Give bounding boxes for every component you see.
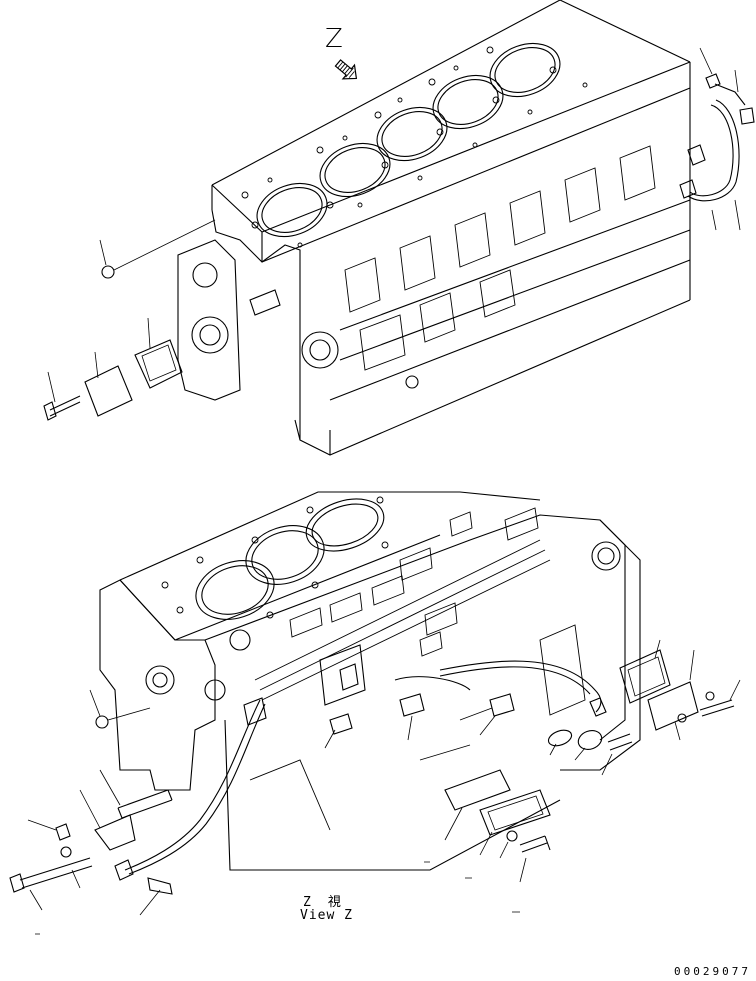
plug-part-upper — [99, 219, 216, 279]
document-number: 00029077 — [674, 965, 751, 978]
cover-plate-lower — [444, 769, 551, 856]
cover-plate-upper — [84, 351, 133, 417]
wiring-harness-lower — [114, 660, 607, 881]
view-caption-english: View Z — [300, 908, 353, 923]
gasket-upper — [134, 317, 183, 389]
upper-cylinder-block — [177, 0, 691, 456]
flange-right-lower — [547, 729, 633, 776]
stray-marks — [35, 861, 520, 935]
view-caption-japanese: Z 視 — [303, 895, 343, 910]
bolt-lower-left — [9, 857, 93, 911]
bolts-right-lower — [674, 679, 741, 741]
bolts-center-cluster — [324, 693, 515, 749]
lower-cylinder-block — [99, 491, 641, 871]
bolt-upper-left — [43, 371, 81, 421]
bracket-lower — [79, 789, 136, 851]
oil-pipe-assembly-upper — [679, 47, 755, 231]
dowel-pipe — [99, 769, 173, 819]
hatched-arrow-icon — [334, 59, 358, 80]
bolt-lower-center — [139, 877, 173, 916]
gasket-right-lower — [619, 639, 699, 731]
view-marker-label: Z — [325, 24, 343, 54]
bolt-washer-lower-right — [499, 830, 551, 883]
nut-and-washer — [27, 819, 81, 889]
plug-part-lower — [89, 689, 151, 729]
